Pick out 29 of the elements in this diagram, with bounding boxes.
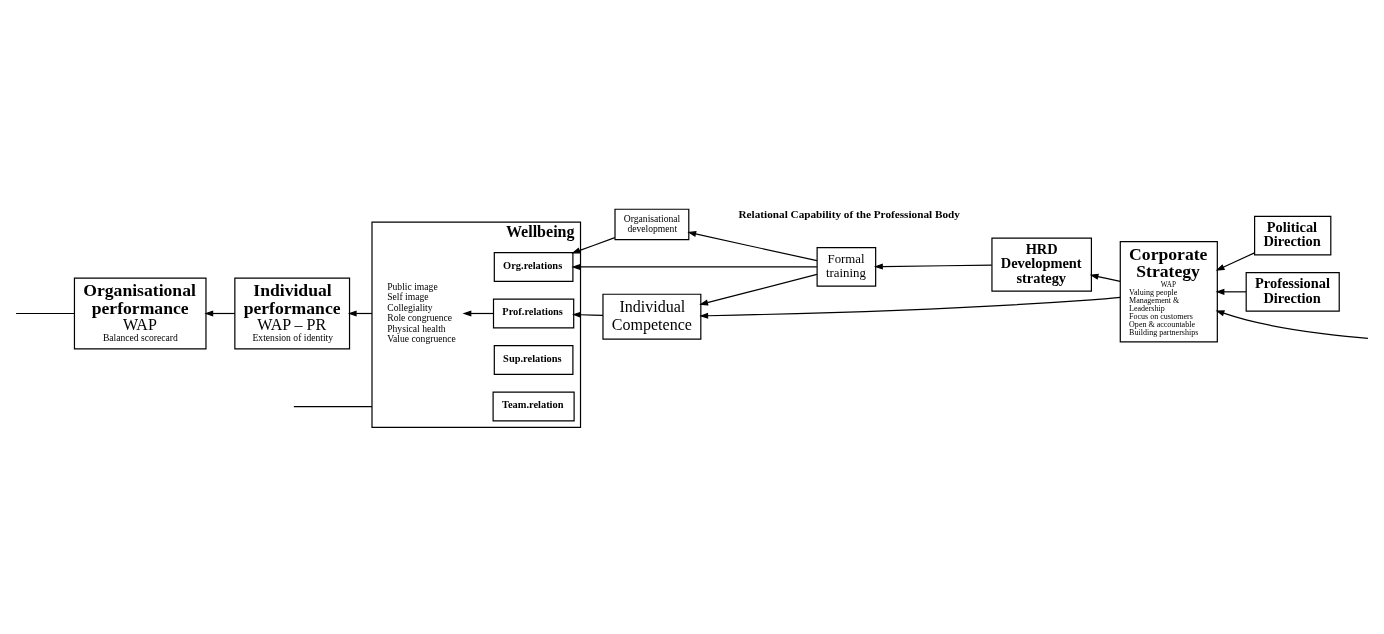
connector	[293, 405, 373, 407]
node-box: Political Direction	[1254, 215, 1332, 256]
node-box: Prof.relations	[492, 297, 575, 329]
arrow	[204, 309, 236, 317]
arrow	[1215, 251, 1256, 271]
arrow	[571, 236, 616, 253]
node-box: Org.relations	[493, 251, 574, 282]
node-box: Sup.relations	[493, 344, 574, 375]
arrow	[462, 309, 495, 317]
node-box: Organisational performance WAP Balanced scorecard	[73, 277, 207, 349]
arrow	[1215, 288, 1247, 295]
arrow	[699, 273, 818, 305]
arrow	[571, 263, 818, 270]
node-box: Professional Direction	[1245, 271, 1340, 312]
arrow	[1089, 273, 1121, 282]
arrow	[687, 230, 818, 261]
arrow	[572, 311, 604, 318]
node-box: Individual performance WAP – PR Extension of identity	[234, 277, 351, 349]
node-text: Public image Self image Collegiality Role congruence Physical health Value congruence	[387, 280, 456, 344]
node-box: Organisational development	[614, 208, 690, 240]
node-box: Individual Competence	[602, 293, 702, 340]
node-box: Formal training	[816, 246, 877, 287]
label: Relational Capability of the Professional Body	[738, 207, 960, 220]
arrow	[699, 296, 1121, 319]
node-box: Team.relation	[492, 391, 575, 422]
connector	[15, 312, 75, 314]
node-box: HRD Development strategy	[991, 237, 1092, 292]
arrow	[1215, 309, 1369, 339]
arrow	[874, 262, 993, 270]
